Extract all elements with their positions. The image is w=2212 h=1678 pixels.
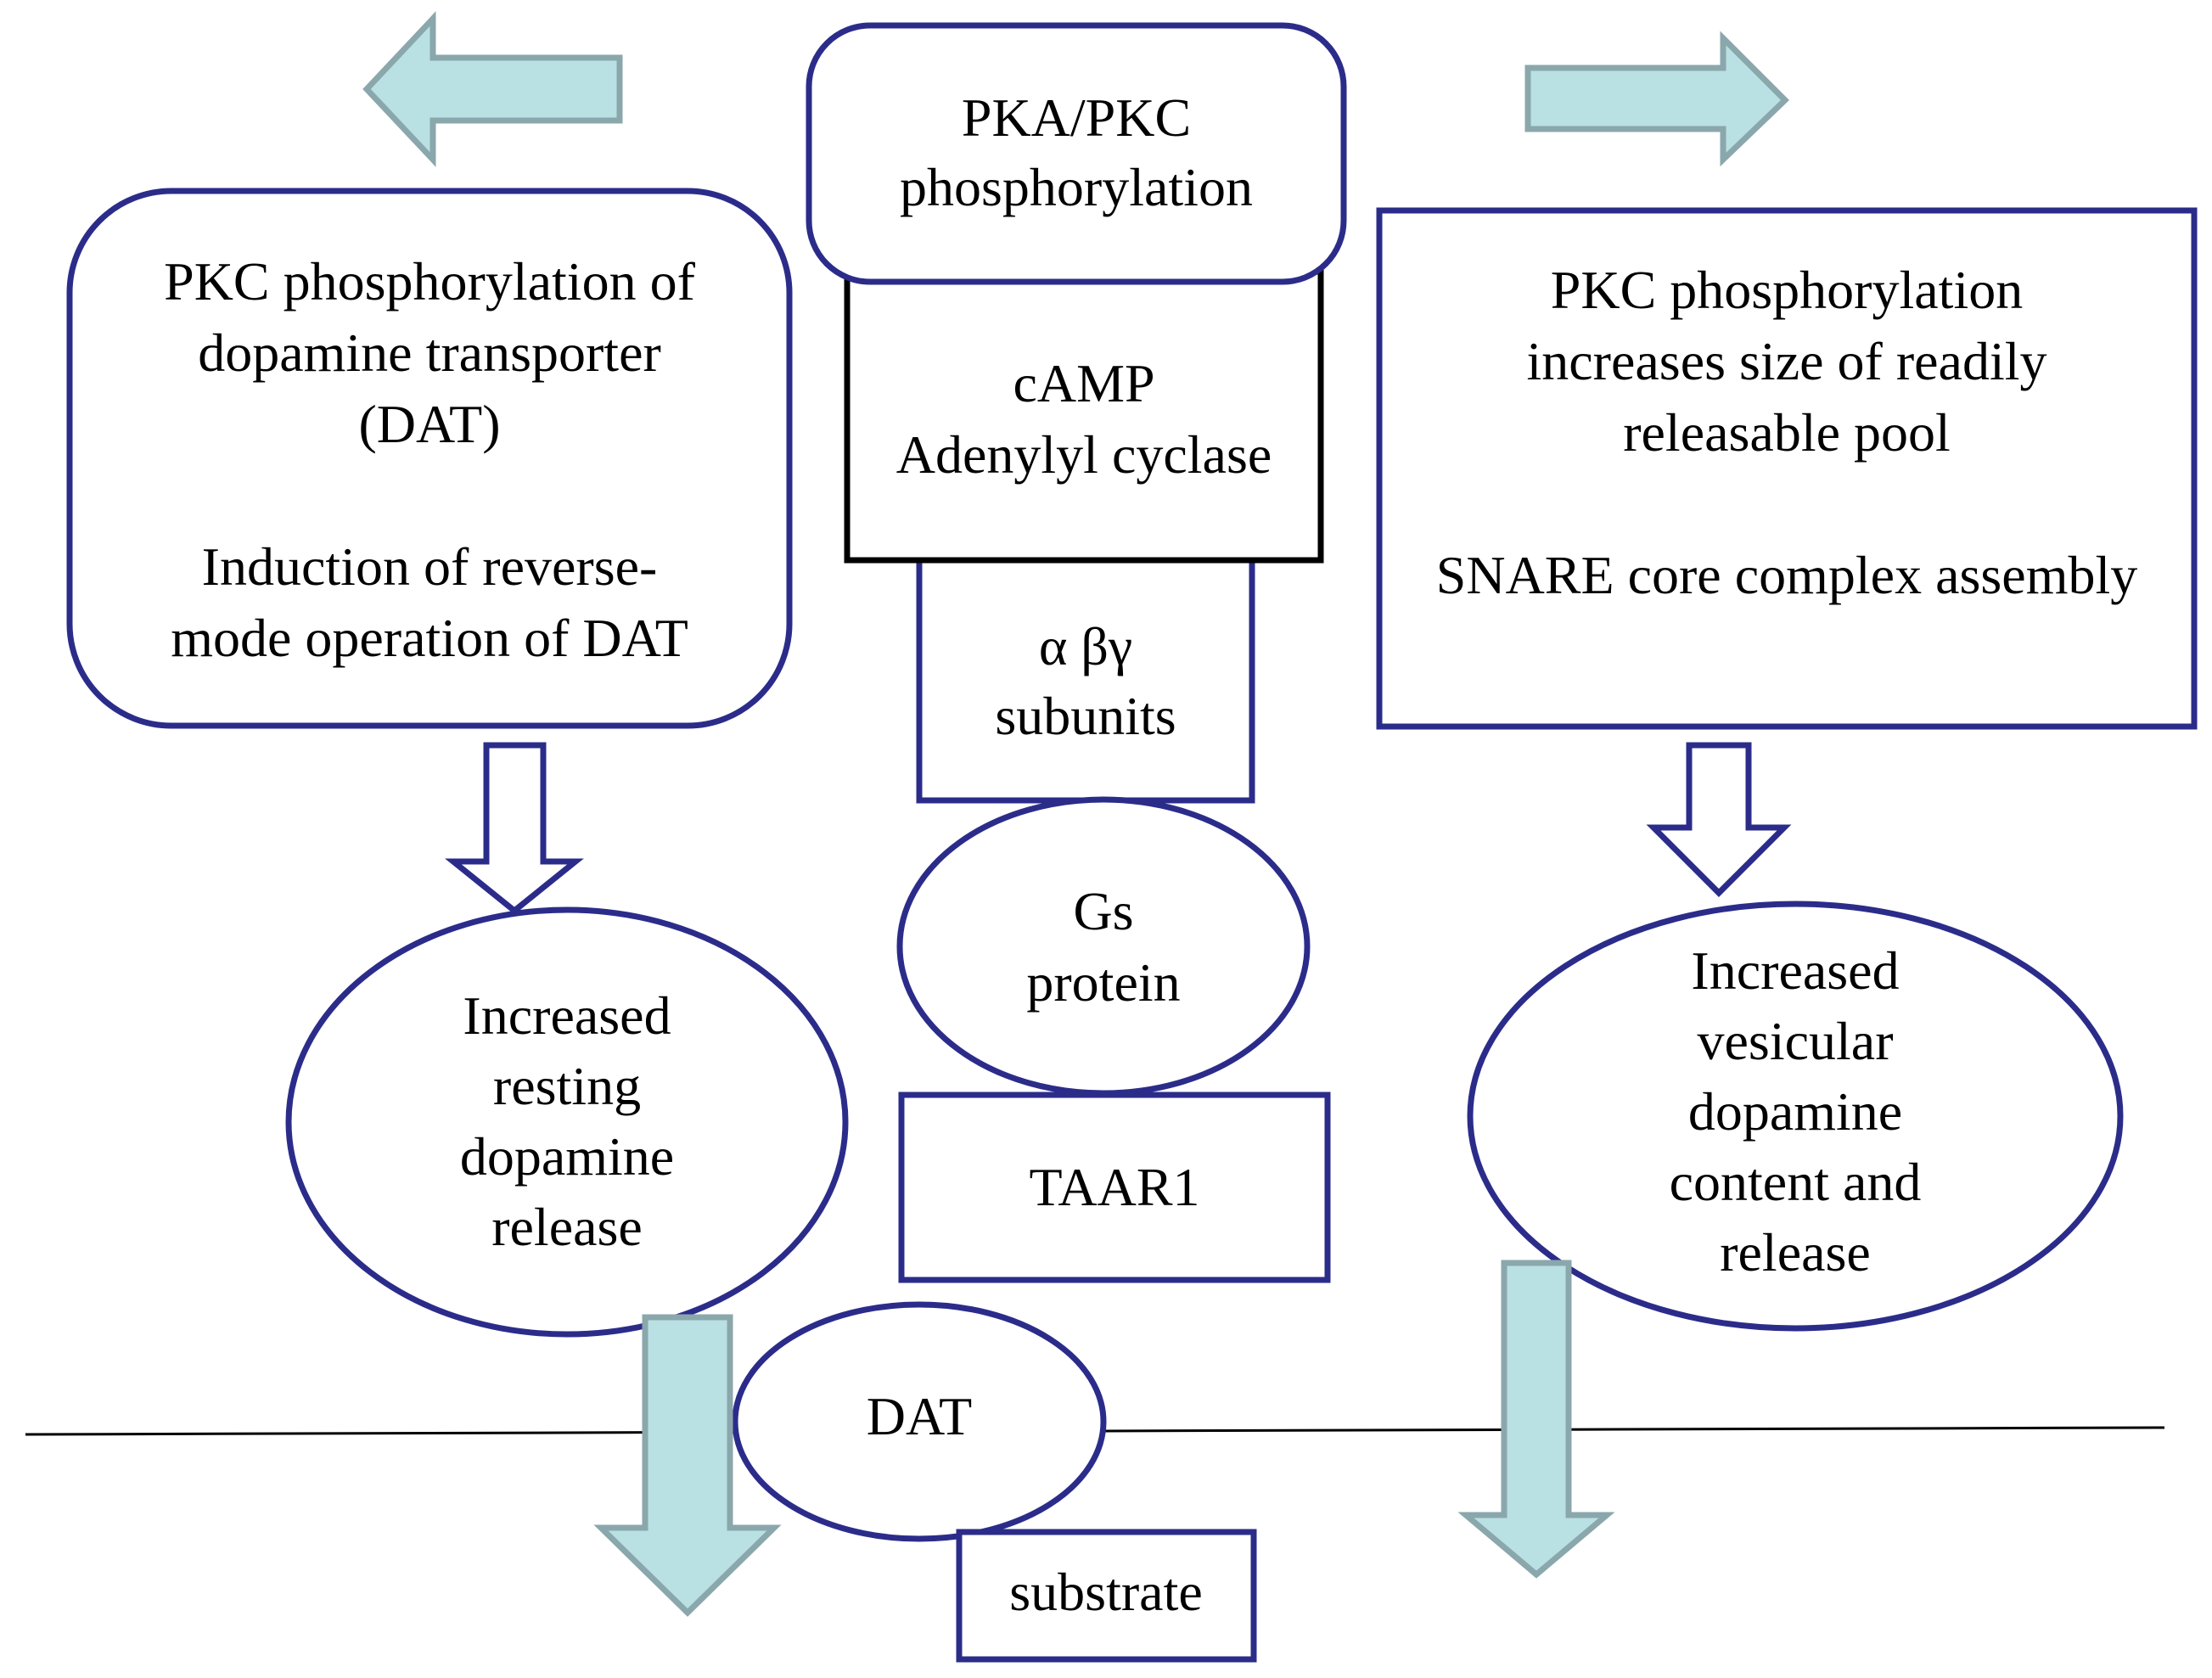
readily-releasable-pool-box: [1376, 207, 2198, 730]
text-line: content and: [1670, 1152, 1922, 1212]
text-line: α βγ: [1039, 616, 1132, 676]
text-line: Gs: [1073, 881, 1133, 941]
text-line: dopamine: [1688, 1081, 1902, 1142]
gs-protein-text: Gs protein: [1026, 881, 1180, 1013]
right-down-arrow: [1646, 742, 1792, 897]
resting-release-text: Increased resting dopamine release: [460, 985, 674, 1257]
substrate-text: substrate: [1009, 1562, 1203, 1622]
text-line: vesicular: [1698, 1011, 1894, 1071]
text-line: resting: [493, 1056, 641, 1116]
text-line: dopamine: [460, 1126, 674, 1187]
text-line: PKA/PKC: [962, 87, 1191, 148]
text-line: releasable pool: [1623, 402, 1951, 463]
text-line: mode operation of DAT: [171, 608, 688, 668]
dat-phosphorylation-box: [66, 188, 793, 729]
pka-pkc-text: PKA/PKC phosphorylation: [900, 87, 1253, 217]
text-line: TAAR1: [1029, 1157, 1199, 1217]
text-line: subunits: [995, 686, 1176, 746]
subunits-box: [916, 553, 1255, 804]
dat-phosphorylation-text: PKC phosphorylation of dopamine transport…: [164, 251, 695, 668]
dat-text: DAT: [867, 1386, 972, 1446]
substrate-box: [956, 1529, 1257, 1663]
text-line: release: [491, 1197, 643, 1257]
text-line: phosphorylation: [900, 157, 1253, 217]
text-line: increases size of readily: [1526, 331, 2046, 391]
top-left-arrow: [362, 11, 623, 167]
text-line: SNARE core complex assembly: [1436, 545, 2138, 605]
readily-releasable-pool-text: PKC phosphorylation increases size of rea…: [1436, 260, 2138, 605]
text-line: cAMP: [1013, 353, 1154, 413]
text-line: Increased: [463, 985, 671, 1046]
text-line: release: [1720, 1222, 1871, 1282]
text-line: Adenylyl cyclase: [896, 424, 1272, 485]
left-down-arrow: [445, 742, 584, 915]
dat-ellipse: [732, 1301, 1107, 1542]
taar1-box: [898, 1092, 1331, 1283]
text-line: dopamine transporter: [198, 323, 661, 383]
text-line: PKC phosphorylation of: [164, 251, 695, 311]
bottom-right-teal-arrow: [1457, 1260, 1615, 1579]
bottom-left-teal-arrow: [593, 1314, 782, 1617]
vesicular-release-ellipse: [1467, 901, 2124, 1332]
text-line: (DAT): [358, 394, 500, 454]
text-line: Induction of reverse-: [202, 536, 658, 597]
resting-release-ellipse: [285, 906, 849, 1338]
text-line: PKC phosphorylation: [1551, 260, 2023, 320]
text-line: DAT: [867, 1386, 972, 1446]
gs-protein-ellipse: [896, 796, 1311, 1097]
text-line: protein: [1026, 952, 1180, 1013]
text-line: substrate: [1009, 1562, 1203, 1622]
pka-pkc-box: [806, 22, 1347, 285]
camp-adenylyl-cyclase-box: [844, 268, 1324, 564]
top-right-arrow: [1524, 31, 1790, 167]
taar1-text: TAAR1: [1029, 1157, 1199, 1217]
subunits-text: α βγ subunits: [995, 616, 1176, 746]
vesicular-release-text: Increased vesicular dopamine content and rel…: [1670, 940, 1922, 1282]
text-line: Increased: [1691, 940, 1899, 1001]
camp-adenylyl-cyclase-text: cAMP Adenylyl cyclase: [896, 353, 1272, 485]
